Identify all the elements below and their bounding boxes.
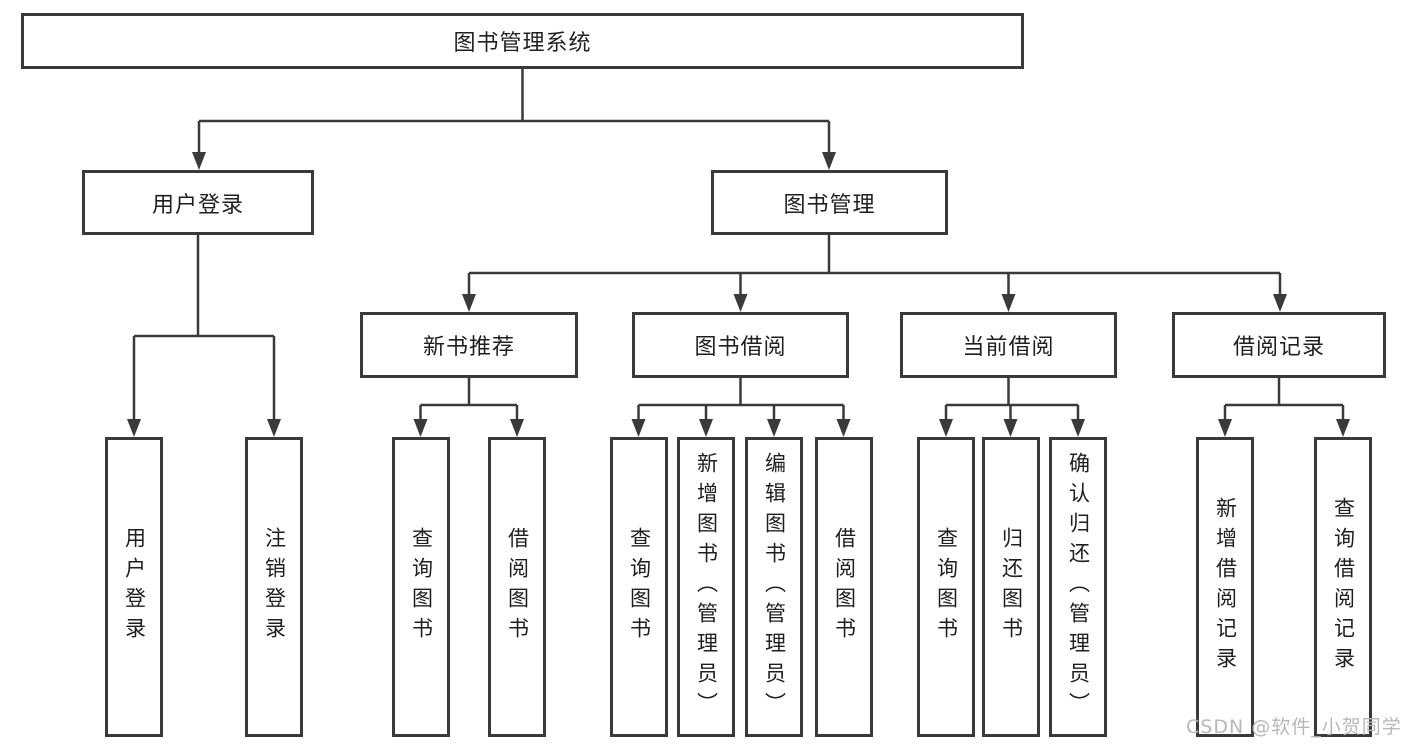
- arrow-icon: [267, 419, 281, 437]
- arrow-icon: [1071, 419, 1085, 437]
- node-label: 当前借阅: [962, 335, 1055, 360]
- node-return-books: 归还图书: [982, 437, 1040, 737]
- csdn-watermark: CSDN @软件_小贺同学: [1186, 716, 1402, 738]
- node-label: 注销登录: [262, 527, 287, 647]
- node-query-books-current: 查询图书: [917, 437, 975, 737]
- node-query-books-recommend: 查询图书: [392, 437, 450, 737]
- node-label: 新书推荐: [422, 335, 515, 360]
- node-label: 用户登录: [122, 527, 147, 647]
- edge-userlogin-split: [132, 235, 276, 423]
- node-label: 查询图书: [627, 527, 652, 647]
- node-borrow-books-recommend: 借阅图书: [488, 437, 546, 737]
- node-logout: 注销登录: [245, 437, 303, 737]
- node-label: 查询图书: [934, 527, 959, 647]
- node-book-borrowing: 图书借阅: [632, 312, 849, 378]
- node-current-borrowing: 当前借阅: [900, 312, 1117, 378]
- node-library-management-system: 图书管理系统: [21, 13, 1024, 69]
- arrow-icon: [1003, 419, 1018, 437]
- arrow-icon: [836, 419, 851, 437]
- arrow-icon: [1273, 294, 1287, 312]
- node-label: 编辑图书（管理员）: [762, 452, 787, 722]
- node-edit-books-admin: 编辑图书（管理员）: [745, 437, 803, 737]
- node-book-management: 图书管理: [711, 170, 948, 235]
- arrow-icon: [127, 419, 141, 437]
- arrow-icon: [1218, 419, 1232, 437]
- node-label: 归还图书: [999, 527, 1024, 647]
- arrow-icon: [822, 152, 836, 170]
- arrow-icon: [1001, 294, 1016, 312]
- arrow-icon: [631, 419, 646, 437]
- node-label: 图书管理系统: [453, 31, 592, 56]
- edge-root-split: [197, 69, 831, 156]
- node-user-login-leaf: 用户登录: [105, 437, 163, 737]
- node-query-books-borrowing: 查询图书: [610, 437, 668, 737]
- arrow-icon: [699, 419, 713, 437]
- node-label: 借阅图书: [832, 527, 857, 647]
- node-label: 确认归还（管理员）: [1066, 452, 1091, 722]
- node-label: 查询借阅记录: [1331, 497, 1356, 677]
- node-borrow-books-leaf: 借阅图书: [815, 437, 873, 737]
- node-label: 新增图书（管理员）: [694, 452, 719, 722]
- arrow-icon: [767, 419, 781, 437]
- node-query-borrow-record: 查询借阅记录: [1314, 437, 1372, 737]
- arrow-icon: [939, 419, 953, 437]
- node-label: 借阅图书: [505, 527, 530, 647]
- arrow-icon: [733, 294, 748, 312]
- edge-newbook-split: [419, 378, 519, 423]
- arrow-icon: [413, 419, 428, 437]
- arrow-icon: [1336, 419, 1350, 437]
- node-label: 用户登录: [151, 192, 244, 218]
- node-label: 新增借阅记录: [1213, 497, 1238, 677]
- node-add-borrow-record: 新增借阅记录: [1196, 437, 1254, 737]
- node-user-login: 用户登录: [82, 170, 314, 235]
- node-new-book-recommend: 新书推荐: [360, 312, 578, 378]
- edge-bookmgmt-split: [467, 235, 1282, 298]
- edge-records-split: [1223, 378, 1345, 423]
- arrow-icon: [510, 419, 524, 437]
- edge-borrowing-split: [637, 378, 845, 423]
- arrow-icon: [462, 294, 476, 312]
- node-label: 图书借阅: [694, 335, 787, 360]
- arrow-icon: [192, 152, 206, 170]
- node-add-books-admin: 新增图书（管理员）: [677, 437, 735, 737]
- arrowheads: [127, 152, 1350, 437]
- edge-current-split: [944, 378, 1080, 423]
- node-label: 借阅记录: [1232, 335, 1325, 360]
- node-label: 图书管理: [783, 192, 876, 218]
- node-borrowing-records: 借阅记录: [1172, 312, 1386, 378]
- node-confirm-return-admin: 确认归还（管理员）: [1049, 437, 1107, 737]
- node-label: 查询图书: [409, 527, 434, 647]
